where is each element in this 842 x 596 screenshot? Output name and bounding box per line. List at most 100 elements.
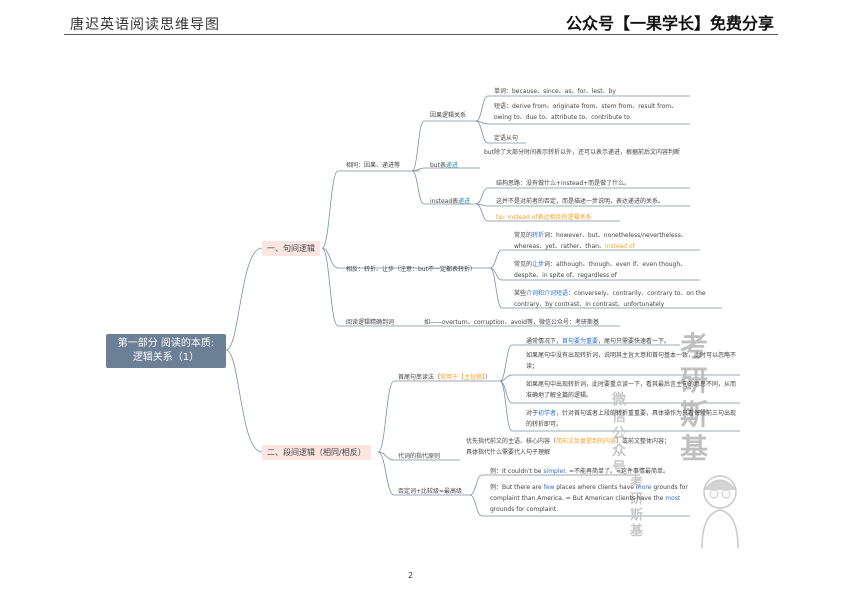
ex2-most: most: [665, 495, 681, 502]
connector-instead-s2: [475, 203, 690, 207]
ex2-c: grounds for complaint than America. = Bu…: [490, 484, 688, 502]
connector-instead-s1: [475, 187, 690, 205]
n1-post: ，尾句只需要快速看一下。: [598, 338, 671, 345]
watermark-wechat: 微信公众号: [612, 392, 626, 476]
ex2-few: few: [543, 484, 555, 491]
cause-node: 因果逻辑关系: [430, 112, 467, 119]
prep-text: 某些介词和介词短语：conversely、contrarily、contrary…: [514, 288, 724, 310]
reading-node: 阅读逻辑精确到词: [346, 319, 395, 326]
connector-root-branch2: [225, 349, 263, 453]
firstlast-highlight: 常用于【主旨题】: [440, 374, 486, 381]
prep-pre: 某些: [514, 290, 527, 297]
prep-post: ：conversely、contrarily、contrary to、on th…: [514, 290, 706, 308]
but-label-highlight: 递进: [445, 162, 458, 169]
branch2-node: 二、段间逻辑（相同/相反）: [262, 445, 371, 460]
firstlast-n4: 对于初学者，针对首句或者上段的转折重重要，具体操作为只看每段前三句出现的转折即可…: [526, 408, 738, 430]
connector-same-cause: [411, 120, 476, 172]
negation-ex1: 例：It couldn't be simpler. =不能再简单了。=这件事情最…: [490, 466, 669, 475]
n4-post: ，针对首句或者上段的转折重重要，具体操作为只看每段前三句出现的转折即可。: [526, 410, 737, 428]
n1-pre: 通常情况下，: [526, 338, 563, 345]
connector-b2-negation: [377, 451, 470, 496]
n1-highlight: 首句要为重要: [562, 338, 599, 345]
firstlast-pre: 首尾句串读法（: [398, 374, 441, 381]
but-label: but表: [430, 162, 446, 169]
ex2-b: places where clients have: [554, 484, 636, 491]
watermark-kaoyansiji-small: 考研斯基: [630, 476, 644, 539]
connector-opp-turn: [489, 249, 700, 269]
turn-text: 常见的转折词：however、but、nonetheless/neverthel…: [514, 230, 714, 252]
header-rule: [64, 34, 778, 35]
watermark-kaoyansiji: 考研斯基: [680, 330, 709, 465]
but-text: but除了大部分时间表示转折以外，还可以表示递进，根据前后文内容判断: [484, 149, 680, 156]
concede-highlight: 让步: [532, 261, 545, 268]
connector-opp-concede: [489, 267, 700, 281]
turn-highlight2: instead of: [604, 243, 635, 250]
prep-highlight: 介词和介词短语: [526, 290, 569, 297]
connector-b2-pronoun: [377, 451, 460, 461]
firstlast-n2: 如果尾句中没有出现转折词，说明其主旨大意和首句基本一致，此时可以忽略不读；: [526, 352, 737, 370]
n4-highlight: 初学者: [538, 410, 557, 417]
connector-cause-words: [475, 95, 690, 122]
ex2-more: more: [635, 484, 652, 491]
mindmap-root-node: 第一部分 阅读的本质: 逻辑关系（1）: [106, 334, 226, 368]
cause-clause: 定语从句: [494, 135, 519, 142]
pronoun-node: 代词的指代原则: [398, 453, 441, 460]
instead-node: instead表递进: [430, 196, 470, 205]
ex1-pre: 例：It couldn't be: [490, 468, 544, 475]
negation-node: 否定词+比较级=最高级: [398, 488, 463, 495]
instead-s2: 这并不是对前者的否定，而是描述一步说明，表达递进的关系。: [496, 198, 665, 205]
ex1-post: . =不能再简单了。=这件事情最简单。: [565, 468, 670, 475]
opposite-node: 相反：转折、让步（注意：but不一定都表转折）: [346, 266, 476, 273]
connector-cause-phrases: [475, 120, 690, 125]
pronoun-highlight: 简前文反复提到的内容: [556, 438, 617, 445]
instead-tip: tip: instead of表达相反的逻辑关系: [496, 214, 592, 221]
ex2-a: 例：But there are: [490, 484, 544, 491]
instead-label-highlight: 递进: [458, 198, 471, 205]
n4-pre: 对于: [526, 410, 539, 417]
negation-ex2: 例：But there are few places where clients…: [490, 482, 690, 515]
page-header-source: 公众号【一果学长】免费分享: [566, 14, 775, 33]
pronoun-text: 优先指代前文的主语、核心内容（简前文反复提到的内容）或前文整体内容；具体指代什么…: [466, 436, 676, 458]
root-line2: 逻辑关系（1）: [132, 352, 200, 363]
cause-words: 单词：because、since、as、for、lest、by: [494, 88, 616, 95]
page-number: 2: [408, 571, 414, 580]
connector-instead-tip: [475, 203, 620, 222]
connector-same-but: [411, 167, 480, 172]
cause-phrases: 短语：derive from、originate from、stem from、…: [494, 103, 678, 121]
connector-b1-same: [321, 170, 420, 249]
connector-neg-ex1: [469, 474, 640, 496]
watermark-cartoon-icon: [701, 475, 739, 549]
concede-pre: 常见的: [514, 261, 533, 268]
connector-b2-firstlast: [377, 380, 500, 453]
connector-b1-reading: [321, 247, 620, 327]
turn-post: 词：however、but、nonetheless/nevertheless、w…: [514, 232, 687, 250]
reading-text: 如——overturn、corruption、avoid等，微信公众号：考研斯基: [424, 319, 599, 326]
page-header-title: 唐迟英语阅读思维导图: [70, 17, 220, 33]
connector-cause-clause: [475, 120, 526, 144]
ex1-highlight: simpler: [543, 468, 566, 475]
firstlast-n3: 如果尾句中出现转折词，此时要重点读一下，看其最后言主句的意思不同，从而准确地了解…: [526, 381, 737, 399]
connector-same-instead: [411, 170, 476, 205]
firstlast-n1: 通常情况下，首句要为重要，尾句只需要快速看一下。: [526, 336, 670, 345]
ex2-d: grounds for complaint.: [490, 506, 559, 513]
connector-root-branch1: [225, 247, 263, 351]
same-node: 相同：因果、递进等: [346, 162, 401, 169]
turn-highlight: 转折: [532, 232, 545, 239]
instead-s1: 结构思路：没有做什么+instead+而是做了什么。: [496, 180, 631, 187]
concede-post: 词：although、though、even if、even though、de…: [514, 261, 687, 279]
turn-pre: 常见的: [514, 232, 533, 239]
but-node: but表递进: [430, 160, 458, 169]
instead-label: instead表: [430, 198, 459, 205]
connector-fl-n1: [499, 344, 680, 382]
connector-fl-n2: [499, 374, 740, 382]
concede-text: 常见的让步词：although、though、even if、even thou…: [514, 259, 714, 281]
connector-b1-opposite: [321, 247, 490, 269]
branch1-node: 一、句间逻辑: [262, 241, 320, 256]
connector-neg-ex2: [469, 494, 690, 517]
firstlast-post: ）: [485, 374, 492, 381]
root-line1: 第一部分 阅读的本质:: [117, 338, 215, 349]
pronoun-post: ）或前文整体内容；具体指代什么需要代入句子理解: [466, 438, 671, 456]
pronoun-pre: 优先指代前文的主语、核心内容（: [466, 438, 557, 445]
connector-opp-prep: [489, 267, 722, 309]
